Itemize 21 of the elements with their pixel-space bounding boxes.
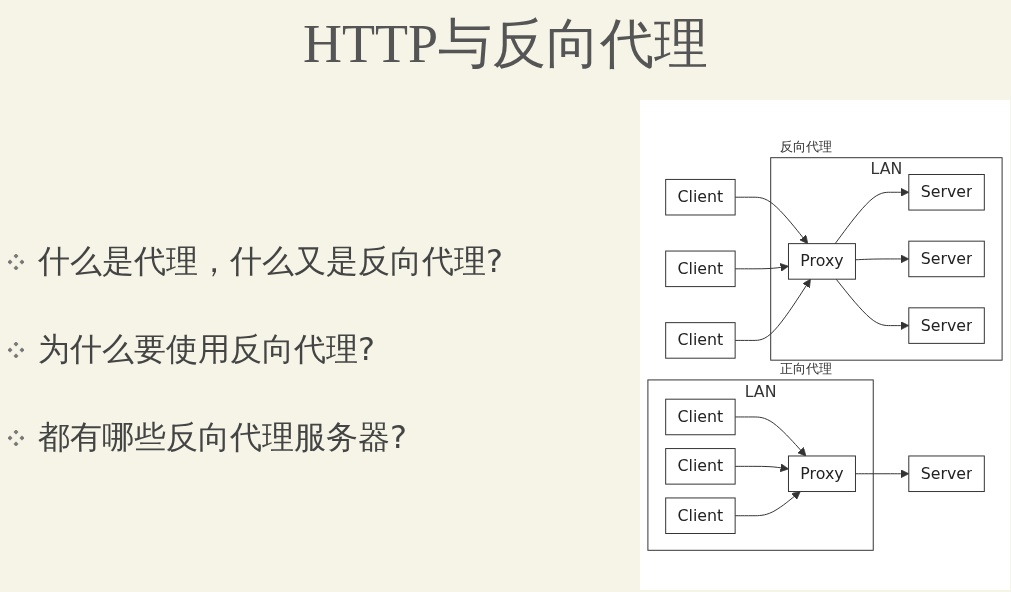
node-box: [908, 307, 985, 344]
diagram-panel: 反向代理 LAN LAN Client Client Client Proxy Server Client Client Client Proxy Server Server Server 正向代理: [640, 100, 1010, 590]
node-box: [908, 240, 985, 278]
node-box: [665, 250, 736, 288]
node-box: [665, 322, 736, 359]
slide-title: HTTP与反向代理: [302, 13, 709, 76]
node-box: [787, 455, 856, 493]
diagram-heading: 正向代理: [780, 359, 832, 378]
node-box: [908, 455, 985, 493]
node-box: [787, 243, 856, 280]
diagram-heading: 反向代理: [780, 137, 832, 156]
node-box: [665, 178, 736, 216]
question-text: 都有哪些反向代理服务器?: [38, 417, 407, 458]
node-box: [665, 497, 736, 534]
cluster: [770, 157, 1003, 361]
question-text: 为什么要使用反向代理?: [38, 329, 375, 370]
node-box: [908, 174, 985, 211]
node-box: [665, 398, 736, 436]
cluster: [647, 379, 874, 551]
node-box: [665, 448, 736, 485]
question-text: 什么是代理，什么又是反向代理?: [38, 241, 503, 282]
